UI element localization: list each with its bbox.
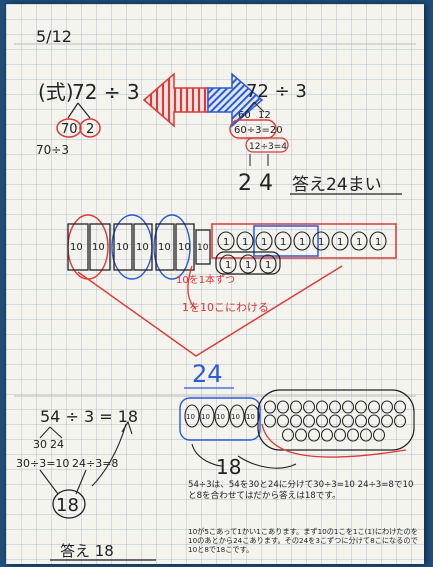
one-circle-small bbox=[309, 429, 320, 441]
one-circle-small bbox=[335, 429, 346, 441]
ten-oval-label: 10 bbox=[201, 413, 210, 421]
diagram2: 10 10 10 10 10 18 bbox=[180, 390, 414, 479]
one-circle-small bbox=[382, 401, 393, 413]
handwritten-work: 5/12 (式) 72 ÷ 3 70 2 70÷3 72 ÷ 3 60 12 6… bbox=[6, 4, 424, 564]
one-circle-label: 1 bbox=[299, 237, 305, 248]
one-circle-small bbox=[348, 429, 359, 441]
split-left: 70 bbox=[61, 122, 78, 137]
one-circle-small bbox=[322, 429, 333, 441]
one-circle-small bbox=[356, 401, 367, 413]
ten-oval-label: 10 bbox=[186, 413, 195, 421]
notebook-page: 5/12 (式) 72 ÷ 3 70 2 70÷3 72 ÷ 3 60 12 6… bbox=[6, 4, 424, 564]
ten-oval-label: 10 bbox=[216, 413, 225, 421]
one-circle-small bbox=[278, 415, 289, 427]
one-circle-small bbox=[278, 401, 289, 413]
step-b: 12÷3=4 bbox=[249, 142, 287, 152]
diagram2-label: 18 bbox=[216, 455, 241, 479]
step-a2: 30÷3=10 bbox=[16, 457, 69, 470]
one-circle-label: 1 bbox=[265, 260, 271, 271]
step-a: 60÷3=20 bbox=[234, 125, 283, 136]
ten-blocks-group: 10 10 10 10 10 10 10 bbox=[68, 215, 210, 279]
ten-block-label: 10 bbox=[116, 242, 129, 253]
ten-block-label: 10 bbox=[197, 243, 209, 253]
ten-block-label: 10 bbox=[92, 242, 105, 253]
one-circle-label: 1 bbox=[337, 237, 343, 248]
one-circle-small bbox=[291, 415, 302, 427]
ten-oval-label: 10 bbox=[246, 413, 255, 421]
explanation-note-2: 10が5こあって1かい1こあります。まず10の1こを1こ(1)にわけたのを10の… bbox=[188, 527, 420, 554]
ten-oval-label: 10 bbox=[231, 413, 240, 421]
one-circle-small bbox=[265, 401, 276, 413]
one-circle-label: 1 bbox=[280, 237, 286, 248]
ones-group: 1 1 1 1 1 1 1 1 1 1 1 1 bbox=[212, 224, 396, 274]
one-circle-small bbox=[304, 415, 315, 427]
one-circle-small bbox=[343, 415, 354, 427]
note-line2: 1を10こにわける bbox=[182, 301, 269, 314]
one-circle-small bbox=[296, 429, 307, 441]
one-circle-small bbox=[317, 415, 328, 427]
ten-block-label: 10 bbox=[178, 242, 191, 253]
one-circle-small bbox=[361, 429, 372, 441]
one-circle-small bbox=[304, 401, 315, 413]
one-circle-small bbox=[330, 415, 341, 427]
one-circle-label: 1 bbox=[261, 237, 267, 248]
one-circle-label: 1 bbox=[375, 237, 381, 248]
problem2-equation: 54 ÷ 3 = 18 bbox=[40, 407, 138, 426]
one-circle-small bbox=[369, 401, 380, 413]
one-circle-label: 1 bbox=[356, 237, 362, 248]
explanation-note: 54÷3は、54を30と24に分けて30÷3=10 24÷3=8で10と8を合わ… bbox=[188, 480, 418, 502]
sub-step: 70÷3 bbox=[36, 143, 69, 157]
one-circle-small bbox=[395, 415, 406, 427]
problem1-expression: 72 ÷ 3 bbox=[72, 80, 140, 104]
result-24: 24 bbox=[192, 360, 223, 388]
date-label: 5/12 bbox=[36, 27, 72, 46]
one-circle-small bbox=[395, 401, 406, 413]
one-circle-small bbox=[374, 429, 385, 441]
one-circle-small bbox=[369, 415, 380, 427]
split-a: 30 bbox=[33, 438, 47, 451]
ten-block-label: 10 bbox=[70, 242, 83, 253]
ten-block-label: 10 bbox=[158, 242, 171, 253]
one-circle-label: 1 bbox=[225, 260, 231, 271]
answer2: 答え 18 bbox=[60, 542, 114, 560]
one-circle-label: 1 bbox=[245, 260, 251, 271]
one-circle-small bbox=[343, 401, 354, 413]
split-b: 24 bbox=[50, 438, 64, 451]
one-circle-small bbox=[356, 415, 367, 427]
formula-prefix: (式) bbox=[38, 80, 74, 104]
one-circle-small bbox=[283, 429, 294, 441]
result-18: 18 bbox=[56, 495, 79, 516]
note-line1: 10を1本ずつ bbox=[176, 273, 235, 286]
one-circle-small bbox=[330, 401, 341, 413]
split-right: 2 bbox=[86, 122, 94, 137]
one-circle-label: 1 bbox=[318, 237, 324, 248]
one-circle-label: 1 bbox=[223, 237, 229, 248]
one-circle-small bbox=[291, 401, 302, 413]
one-circle-small bbox=[317, 401, 328, 413]
one-circle-small bbox=[265, 415, 276, 427]
one-circle-small bbox=[382, 415, 393, 427]
right-expression: 72 ÷ 3 bbox=[246, 81, 307, 102]
answer1: 答え24まい bbox=[292, 175, 382, 195]
ten-block-label: 10 bbox=[136, 242, 149, 253]
answer-digits: 2 4 bbox=[238, 171, 273, 196]
one-circle-label: 1 bbox=[242, 237, 248, 248]
